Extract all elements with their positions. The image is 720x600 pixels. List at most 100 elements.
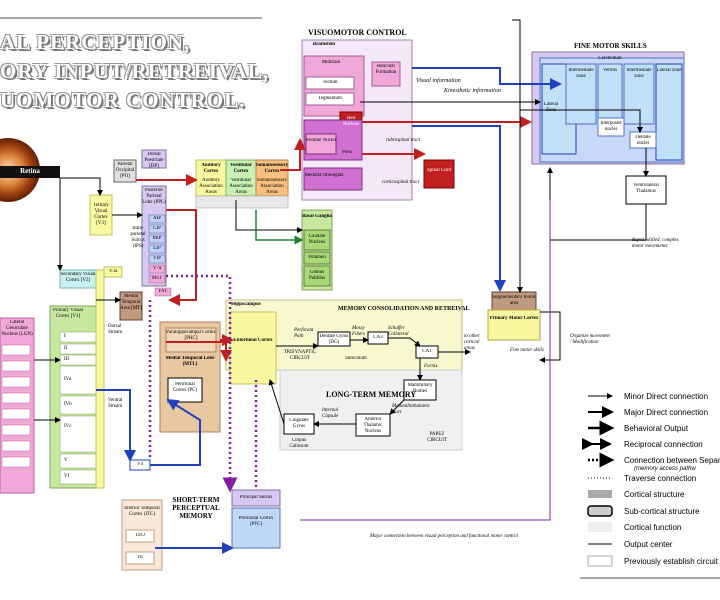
somatosensory-assoc-label: Somatosensory Association Areas [256,178,288,195]
mt-box [119,291,143,321]
v7a-label: V7a [152,266,162,271]
trisynaptic-label: TRISYNAPTIC CIRCUIT [283,350,317,361]
internal-capsule-label: Internal Capsule [322,408,339,419]
corpus-label: Corpus Callosum [289,438,309,449]
parahippo-label: Parahippocampal Cortex [PHC] [166,330,216,341]
thalamus-label: Ventrolateral Thalamus [633,183,659,194]
layer-1: I [64,334,66,339]
putamen-label: Putamen [308,255,326,260]
reticular-box [371,61,401,87]
lip-label: LIP [153,246,161,251]
mammillo-label: Mammillothalamic tract [392,404,431,415]
vestibular-label: Vestibular Cortex [229,163,253,174]
retina-label: Retina [20,168,40,174]
spinal-box [423,159,455,189]
v3a-label: V3a [108,269,118,274]
somatosensory-label: Somatosensory Cortex [256,163,288,174]
cip-label: CIP [153,226,161,231]
ca3-label: CA3 [373,335,383,340]
ppl-label: Posterior Parietal Lobe (PPL) [142,188,166,205]
primary-motor-label: Primary Motor Cortex [489,316,539,321]
anterior-thal-label: Anterior Thalamic Nucleus [363,417,383,434]
interposed-label: Interposed nuclei [600,121,622,132]
short-term-title: SHORT-TERM PERCEPTUAL MEMORY [172,496,220,520]
perforant-label: Perforant Path [294,328,314,339]
hippocampus-label: Hippocampus [231,302,261,307]
primary-motor-box [487,309,541,341]
dp-label: Dorsal Prestriate [DP] [144,152,164,169]
fornix-label: Fornix [424,364,438,369]
sensory-band [195,195,289,209]
vermis-label: Vermis [602,68,618,73]
schaffer-label: Schaffer Collateral [388,326,409,337]
po-box [113,159,137,183]
intermediate-r-label: Intermediate zone [626,68,652,79]
principal-label: Principal Sulcus [239,495,273,500]
layer-2: II [64,346,68,351]
red-nucleus-label: Red Nucleus [342,116,360,127]
thalamus-box [625,175,667,205]
ca1-label: CA1 [422,349,432,354]
dotted-connections [148,274,258,493]
long-term-title: LONG-TERM MEMORY [326,390,417,399]
pfc-box [231,507,281,549]
kinesthetic-label: Kinesthetic information [444,88,501,94]
major-connections [136,116,532,362]
fine-motor-output-label: Fine motor skills [510,348,544,353]
mip-label: MIP [152,236,162,241]
title-line-1: AL PERCEPTION, [0,30,191,54]
medulla-box [303,167,363,191]
mt-label: Medial Temporal Area [MT] [120,294,142,311]
midbrain-label: Midbrain [321,60,341,65]
lgn-layers [1,344,31,468]
basal-label: Basal Ganglia [302,214,332,219]
fst-label: FST [158,289,168,294]
tegmentum-box [305,92,355,106]
pontine-label: Pontine Nuclei [306,138,336,143]
visual-info-label: Visual information [416,78,461,84]
te-label: TE [136,555,144,560]
layer-3: III [64,357,69,362]
v7a-box [148,264,166,274]
corticospinal-label: corticospinal tract [382,180,420,185]
po-label: Parietal Occipital [PO] [115,162,135,179]
caudate-label: Caudate Nucleus [308,234,326,245]
mst-label: MST [151,276,163,281]
lgn-label: Lateral Geniculate Nucleus (LGN) [1,320,33,337]
layer-4c: IVc [64,424,72,429]
visuomotor-title: VISUOMOTOR CONTROL [308,28,407,37]
cerebellum-label: Cerebellum [598,56,622,61]
subiculum-label: Subiculum [345,356,367,361]
auditory-assoc-label: Auditory Association Areas [199,178,223,195]
lateral-zone-label: Lateral Zone [543,102,559,113]
vestibular-assoc-label: Vestibular Association Areas [229,178,253,195]
ips-subareas [148,214,166,264]
dp-box [141,149,167,169]
perirhinal-box [167,377,203,403]
lateral-zone-top-box [655,63,683,161]
legend-symbols [582,393,615,567]
intermediate-r-box [623,63,655,125]
pfc-label: Prefrontal Cortex (PFC) [238,516,274,527]
ips-label: Intra-parietal Sulcus (IPS) [130,226,146,249]
aip-label: AIP [152,216,162,221]
blue-connections [96,67,562,554]
layer-4b: IVb [64,402,72,407]
v1-label: Primary Visual Cortex [V1] [52,308,84,319]
intermediate-l-box [565,63,597,125]
tectum-box [305,76,355,90]
v3a-box [103,266,123,278]
tegmentum-label: Tegmentum [318,96,342,101]
somatosensory-box [255,159,289,197]
parahippo-box [165,327,217,353]
interposed-box [597,117,625,137]
teo-label: TEO [135,533,145,538]
title-line-2: ORY INPUT/RETREIVAL, [0,59,269,83]
te-box [125,551,155,565]
auditory-label: Auditory Cortex [201,163,221,174]
v1-layer-rows [59,331,97,485]
globus-label: Globus Pallidus [308,270,326,281]
itc-label: Inferior Temporal Cortex (ITC) [124,506,160,517]
caudate-box [303,229,331,251]
principal-box [231,489,281,507]
